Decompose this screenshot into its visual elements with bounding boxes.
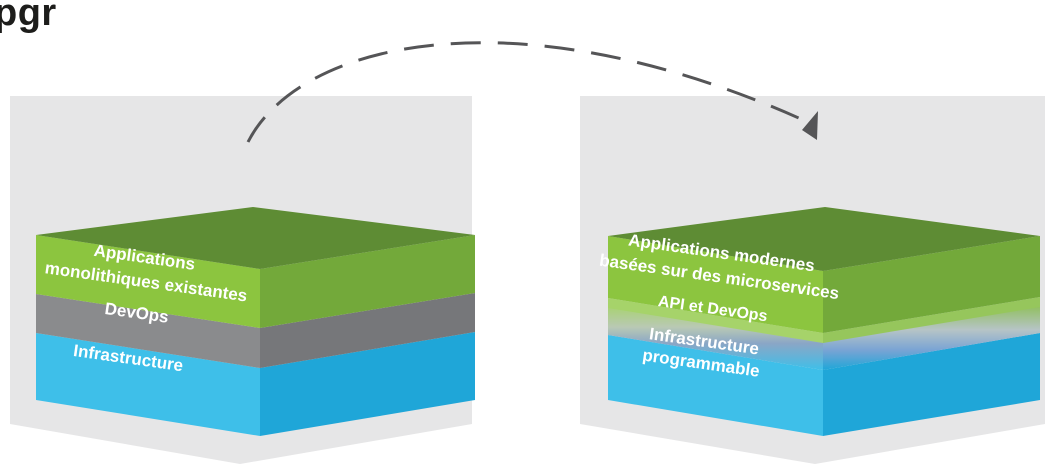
right-apps-front [608, 236, 823, 333]
migration-arrow [246, 41, 813, 143]
left-apps-side [260, 235, 475, 328]
left-devops-side [260, 293, 475, 368]
right-infra-front [608, 335, 823, 436]
right-api-front [608, 304, 823, 370]
left-top-face [36, 207, 475, 269]
right-top-face [608, 207, 1040, 271]
left-stack: Applications monolithiques existantes De… [36, 207, 475, 436]
right-band-front [608, 298, 823, 343]
right-stack: Applications modernes basées sur des mic… [598, 207, 1040, 436]
left-infra-front [36, 333, 260, 436]
right-infra-side [823, 333, 1040, 436]
right-apps-side [823, 236, 1040, 333]
left-devops-front [36, 294, 260, 368]
arrowhead-icon [802, 111, 818, 140]
left-apps-front [36, 235, 260, 328]
right-api-side [823, 303, 1040, 370]
left-infra-side [260, 332, 475, 436]
partial-heading: pgr [0, 0, 57, 34]
right-band-side [823, 297, 1040, 343]
